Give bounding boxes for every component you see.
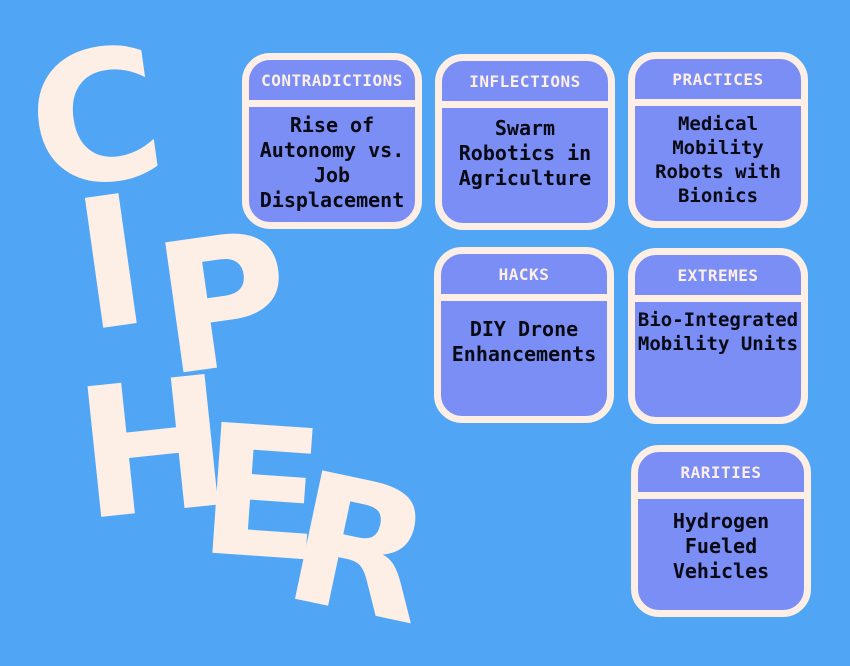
card-header: CONTRADICTIONS [249, 60, 415, 107]
card-inflections: INFLECTIONS Swarm Robotics in Agricultur… [435, 54, 615, 230]
card-header: RARITIES [638, 452, 804, 499]
card-body: Hydrogen Fueled Vehicles [672, 509, 770, 583]
card-header: INFLECTIONS [442, 61, 608, 108]
card-body: Bio-Integrated Mobility Units [637, 309, 799, 355]
card-extremes: EXTREMES Bio-Integrated Mobility Units [628, 248, 808, 424]
card-practices: PRACTICES Medical Mobility Robots with B… [628, 52, 808, 228]
card-body: DIY Drone Enhancements [451, 317, 597, 366]
card-hacks: HACKS DIY Drone Enhancements [434, 247, 614, 423]
card-body: Medical Mobility Robots with Bionics [655, 113, 781, 207]
card-body: Swarm Robotics in Agriculture [458, 116, 592, 190]
card-header: EXTREMES [635, 255, 801, 302]
card-header: PRACTICES [635, 59, 801, 106]
card-header: HACKS [441, 254, 607, 301]
card-rarities: RARITIES Hydrogen Fueled Vehicles [631, 445, 811, 617]
card-body: Rise of Autonomy vs. Job Displacement [259, 113, 405, 212]
card-contradictions: CONTRADICTIONS Rise of Autonomy vs. Job … [242, 53, 422, 229]
